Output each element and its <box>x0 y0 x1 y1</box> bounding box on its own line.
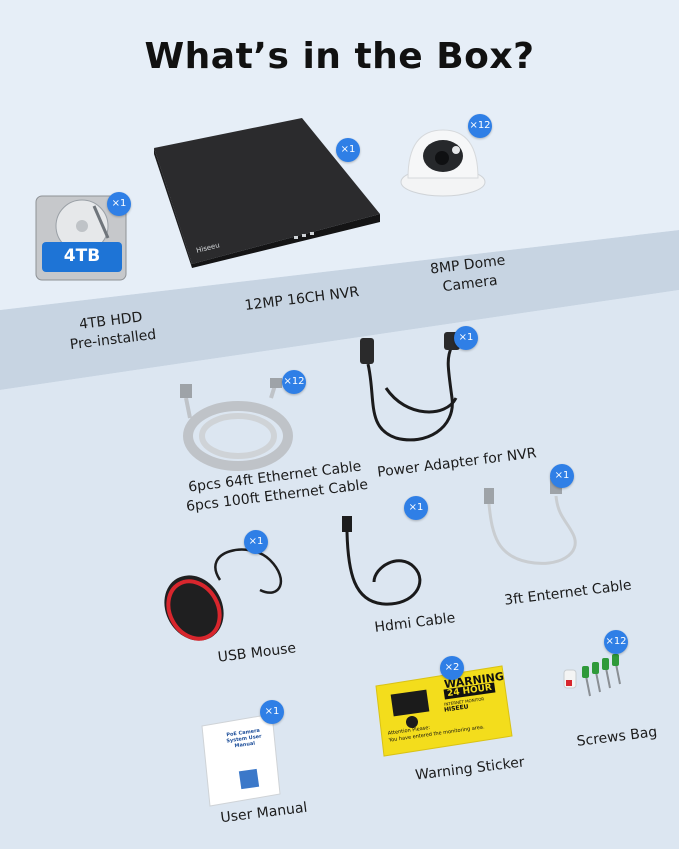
hdmi-cable-image <box>334 512 434 612</box>
hdmi-quantity-badge: ×1 <box>404 496 428 520</box>
usb-mouse-image <box>160 530 300 645</box>
short-ethernet-cable-image <box>478 476 588 586</box>
ethernet-quantity-badge: ×12 <box>282 370 306 394</box>
manual-quantity-badge: ×1 <box>260 700 284 724</box>
screws-bag-image <box>560 650 640 700</box>
dome-camera-image <box>398 120 488 200</box>
ethernet-cable-image <box>176 378 296 473</box>
page-title: What’s in the Box? <box>144 36 535 77</box>
short-ethernet-quantity-badge: ×1 <box>550 464 574 488</box>
hdd-capacity-text: 4TB <box>63 246 101 266</box>
power-adapter-quantity-badge: ×1 <box>454 326 478 350</box>
hdd-quantity-badge: ×1 <box>107 192 131 216</box>
mouse-quantity-badge: ×1 <box>244 530 268 554</box>
hdd-image: 4TB <box>34 192 130 284</box>
camera-quantity-badge: ×12 <box>468 114 492 138</box>
nvr-image: Hiseeu <box>152 118 382 268</box>
screws-quantity-badge: ×12 <box>604 630 628 654</box>
sticker-quantity-badge: ×2 <box>440 656 464 680</box>
user-manual-image: PoE Camera System User Manual <box>200 712 282 808</box>
nvr-quantity-badge: ×1 <box>336 138 360 162</box>
warning-sticker-image: WARNING 24 HOUR INTERNET MONITOR HISEEU … <box>374 664 514 758</box>
